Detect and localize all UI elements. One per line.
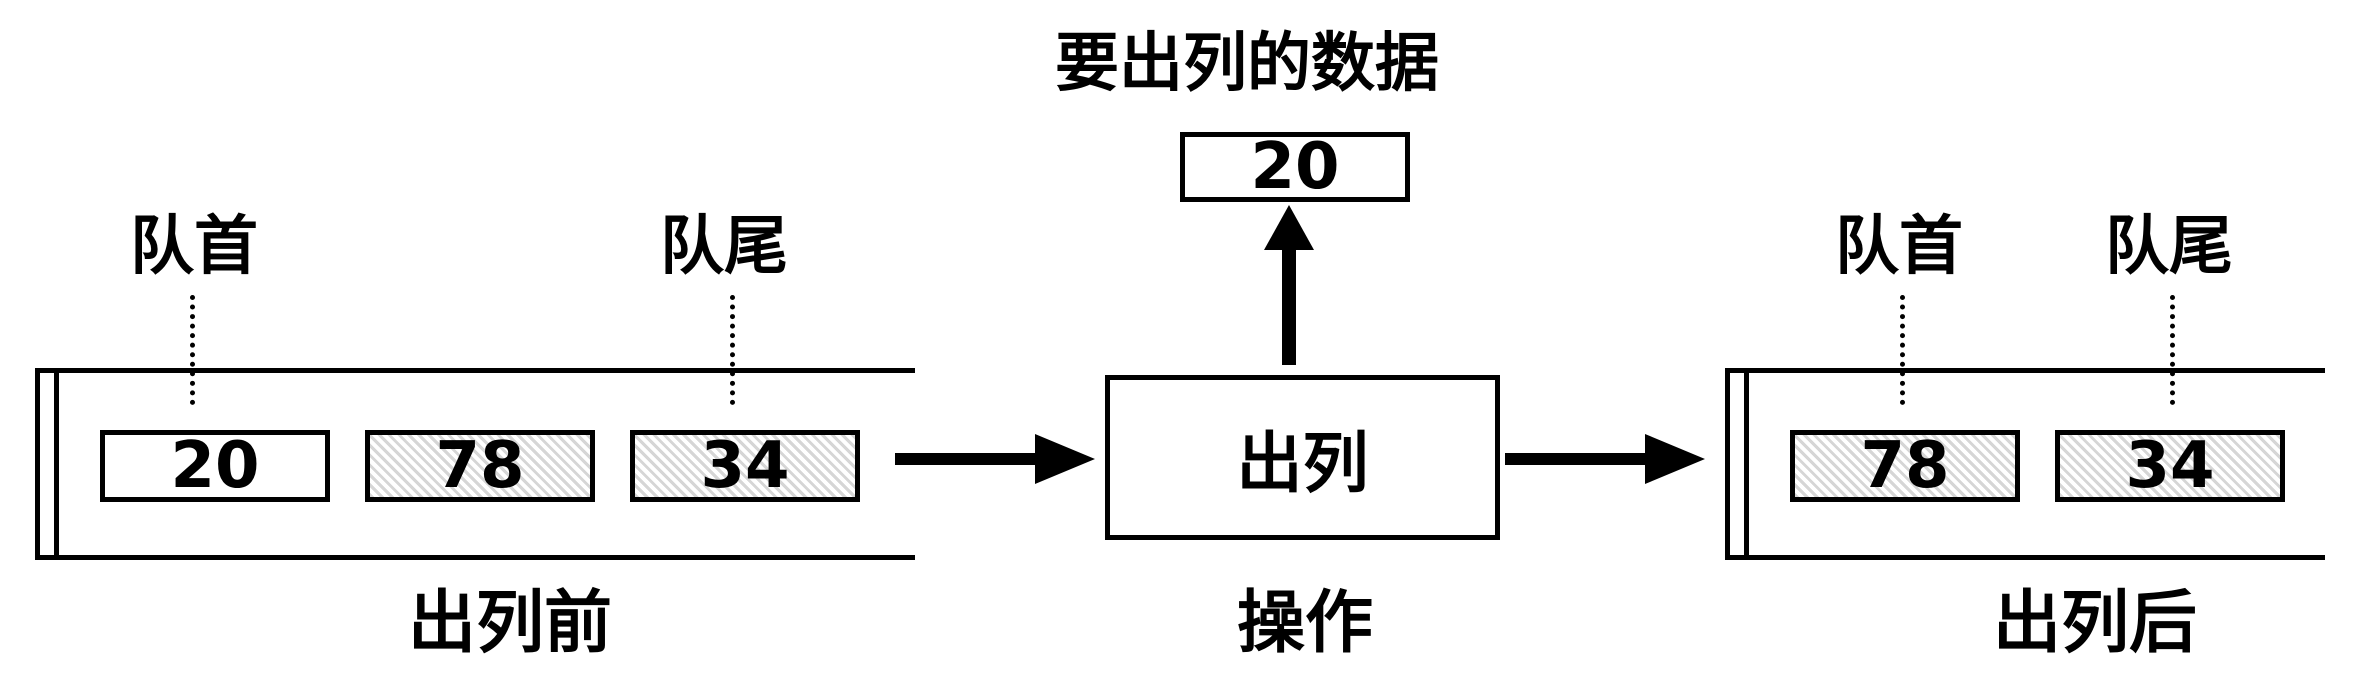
- dequeued-value: 20: [1250, 130, 1340, 204]
- right-arrow-icon: [1505, 434, 1705, 484]
- dequeue-operation-box: 出列: [1105, 375, 1500, 540]
- dequeue-operation-label: 出列: [1236, 424, 1369, 502]
- after-head-pointer: [1900, 295, 1905, 405]
- before-queue-end: [35, 373, 59, 555]
- before-cell-1: 20: [100, 429, 330, 503]
- before-cell-2: 78: [365, 429, 595, 503]
- after-tail-pointer: [2170, 295, 2175, 405]
- right-arrow-icon: [895, 434, 1095, 484]
- after-head-label: 队首: [1835, 210, 1963, 284]
- after-caption: 出列后: [1992, 584, 2197, 663]
- after-queue: [1725, 368, 2325, 560]
- before-queue: [35, 368, 915, 560]
- up-arrow-icon: [1264, 205, 1314, 365]
- before-head-label: 队首: [130, 210, 258, 284]
- dequeued-value-cell: 20: [1180, 130, 1410, 204]
- after-queue-end: [1725, 373, 1749, 555]
- before-tail-pointer: [730, 295, 735, 405]
- before-head-pointer: [190, 295, 195, 405]
- operation-caption: 操作: [1236, 584, 1373, 663]
- dequeued-data-title: 要出列的数据: [1055, 27, 1439, 101]
- before-cell-3: 34: [630, 429, 860, 503]
- after-cell-1: 78: [1790, 429, 2020, 503]
- after-tail-label: 队尾: [2105, 210, 2233, 284]
- after-cell-2: 34: [2055, 429, 2285, 503]
- before-tail-label: 队尾: [660, 210, 788, 284]
- before-caption: 出列前: [407, 584, 612, 663]
